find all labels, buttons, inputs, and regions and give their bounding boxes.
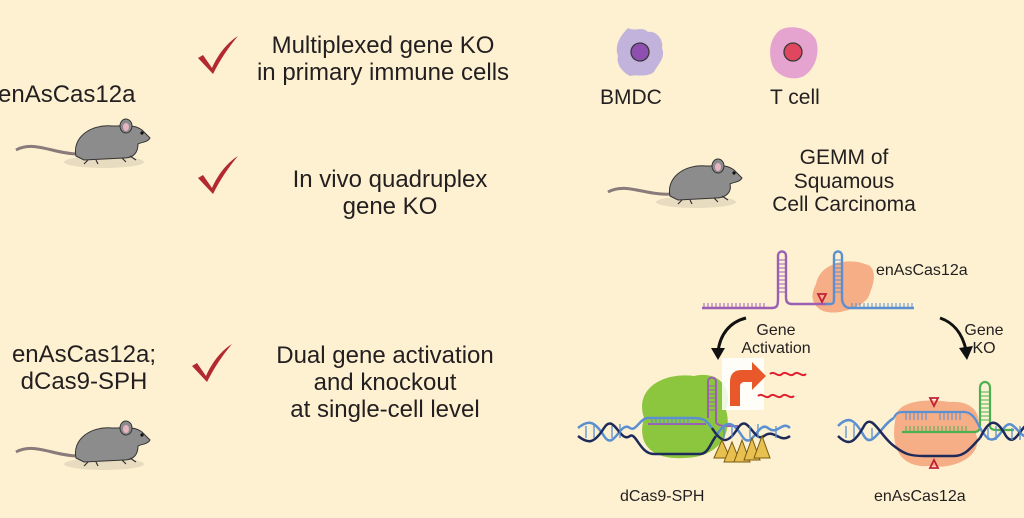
- mechanism-top-label: enAsCas12a: [876, 262, 968, 279]
- strain-label-line: dCas9-SPH: [20, 367, 148, 395]
- arrow-label-line: Gene: [756, 322, 796, 339]
- strain-label-line: enAsCas12a;: [11, 341, 157, 368]
- cleavage-site-icon: [816, 293, 828, 305]
- mrna-icon: [769, 371, 807, 377]
- dcas9-sph-diagram: [577, 358, 807, 463]
- cell-label-bmdc: BMDC: [600, 86, 662, 109]
- arrow-label-line: KO: [972, 339, 996, 357]
- activator-domains: [713, 434, 771, 463]
- t-cell-icon: [770, 27, 818, 79]
- gene-activation-label: Gene Activation: [736, 322, 816, 358]
- application-line: and knockout: [313, 368, 457, 396]
- mouse-icon: [607, 158, 743, 208]
- dna-helix: [577, 416, 791, 456]
- crrna-array-diagram: [702, 250, 914, 313]
- application-line: at single-cell level: [290, 395, 480, 423]
- mrna-icon: [757, 393, 795, 399]
- gemm-line: Cell Carcinoma: [772, 193, 916, 217]
- application-line: Multiplexed gene KO: [271, 32, 495, 59]
- curved-arrow-left-icon: [711, 316, 747, 360]
- application-text: Multiplexed gene KO in primary immune ce…: [238, 32, 528, 87]
- enascas12a-protein: [894, 400, 979, 467]
- check-icon: [192, 344, 232, 382]
- application-line: In vivo quadruplex: [292, 166, 488, 193]
- gemm-label: GEMM of Squamous Cell Carcinoma: [752, 146, 936, 217]
- application-line: Dual gene activation: [276, 342, 494, 369]
- mechanism-bottom-right-label: enAsCas12a: [874, 488, 966, 505]
- bmdc-cell-icon: [616, 28, 664, 76]
- application-line: gene KO: [342, 192, 438, 220]
- curved-arrow-right-icon: [939, 316, 973, 360]
- crrna-blue: [826, 250, 914, 310]
- transcription-arrow-icon: [730, 362, 766, 406]
- strain-label-dual: enAsCas12a; dCas9-SPH: [4, 341, 164, 396]
- mechanism-bottom-left-label: dCas9-SPH: [620, 488, 705, 505]
- arrow-label-line: Gene: [964, 322, 1004, 339]
- cleavage-site-icon: [928, 397, 940, 409]
- strain-label-enascas12a: enAsCas12a: [0, 81, 136, 108]
- blue-ticks: [834, 259, 913, 308]
- gemm-line: Squamous: [793, 169, 895, 193]
- gene-ko-label: Gene KO: [962, 322, 1006, 358]
- application-line: in primary immune cells: [256, 58, 510, 86]
- enascas12a-ko-diagram: [837, 380, 1024, 469]
- check-icon: [198, 156, 238, 194]
- mouse-icon: [15, 420, 151, 470]
- mouse-icon: [15, 118, 151, 168]
- purple-ticks: [703, 259, 786, 308]
- dcas9-protein: [642, 374, 729, 459]
- check-icon: [198, 36, 238, 74]
- arrow-label-line: Activation: [741, 339, 811, 357]
- dna-helix: [837, 416, 1024, 458]
- cell-label-tcell: T cell: [770, 86, 820, 109]
- application-text: In vivo quadruplex gene KO: [250, 166, 530, 221]
- crrna-purple: [702, 250, 826, 310]
- cleavage-site-icon: [928, 457, 940, 469]
- enascas12a-protein: [812, 261, 874, 313]
- application-text: Dual gene activation and knockout at sin…: [240, 342, 530, 424]
- gemm-line: GEMM of: [799, 146, 889, 169]
